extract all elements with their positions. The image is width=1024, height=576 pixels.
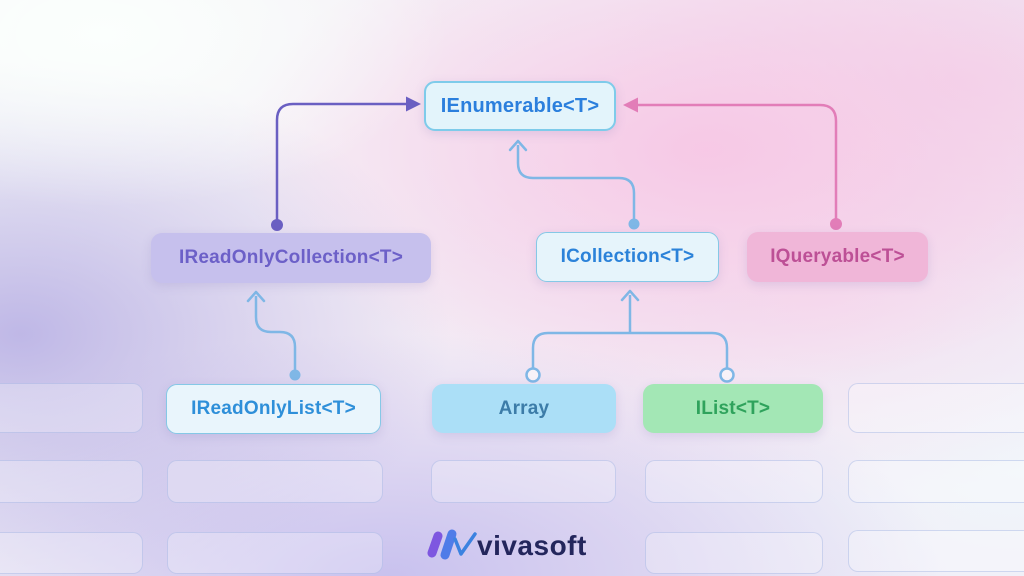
edge-line	[531, 295, 729, 368]
logo-bar-blue	[440, 529, 457, 560]
edge-origin-dot	[830, 218, 842, 230]
edge-line	[254, 296, 297, 375]
edge-line	[636, 103, 838, 224]
ghost-box	[848, 460, 1024, 503]
edge-origin-ring	[525, 367, 541, 383]
node-ireadonlycollection: IReadOnlyCollection<T>	[151, 233, 431, 283]
arrowhead-icon	[406, 96, 421, 112]
node-ireadonlylist: IReadOnlyList<T>	[166, 384, 381, 434]
edge-origin-ring	[719, 367, 735, 383]
edge-ireadonlylist-to-ireadonlycollection	[246, 290, 301, 381]
vivasoft-logo-icon	[427, 529, 477, 560]
ghost-box	[431, 460, 616, 503]
ghost-box	[0, 532, 143, 574]
edge-icollection-to-ienumerable	[508, 139, 640, 230]
arrowhead-icon	[508, 139, 528, 152]
ghost-box	[848, 383, 1024, 433]
node-ilist: IList<T>	[643, 384, 823, 433]
ghost-box	[645, 532, 823, 574]
edge-line	[516, 145, 636, 224]
edge-origin-dot	[289, 369, 301, 381]
ghost-box	[167, 532, 383, 574]
ghost-box	[167, 460, 383, 503]
edge-ireadonlycollection-to-ienumerable	[271, 96, 421, 231]
edge-origin-dot	[628, 218, 640, 230]
arrowhead-icon	[246, 290, 266, 303]
edge-origin-dot	[271, 219, 283, 231]
node-iqueryable: IQueryable<T>	[747, 232, 928, 282]
node-ienumerable: IEnumerable<T>	[424, 81, 616, 131]
arrowhead-icon	[623, 97, 638, 113]
ghost-box	[0, 460, 143, 503]
node-array: Array	[432, 384, 616, 433]
edge-array-ilist-to-icollection	[525, 289, 735, 383]
edge-line	[275, 102, 408, 225]
ghost-box	[645, 460, 823, 503]
arrowhead-icon	[620, 289, 640, 302]
edge-iqueryable-to-ienumerable	[623, 97, 842, 230]
ghost-box	[848, 530, 1024, 572]
brand-wordmark: vivasoft	[477, 530, 587, 561]
node-icollection: ICollection<T>	[536, 232, 719, 282]
logo-bar-purple	[427, 531, 443, 558]
logo-check	[453, 532, 477, 556]
ghost-box	[0, 383, 143, 433]
